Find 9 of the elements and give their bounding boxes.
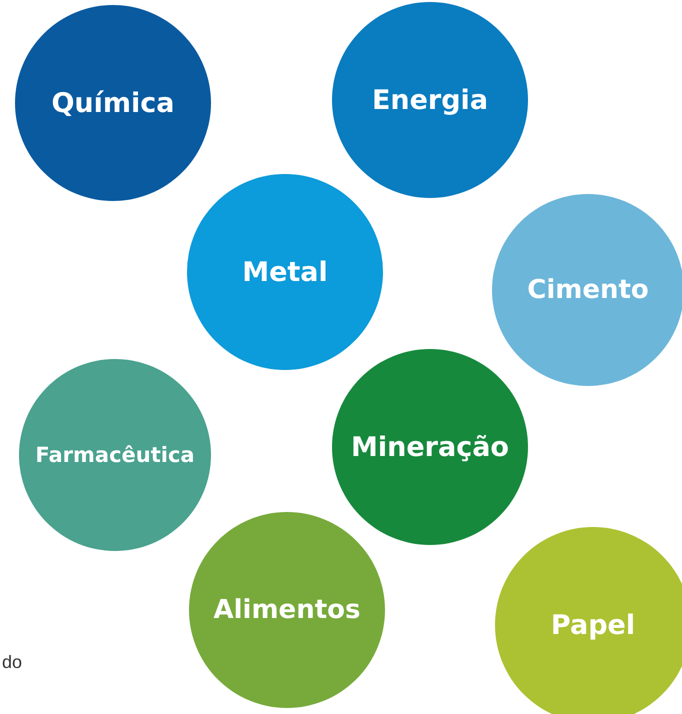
circle-label: Metal (242, 256, 328, 288)
circle-label: Papel (550, 610, 636, 640)
circle-label: Química (51, 88, 175, 118)
circle-label: Alimentos (214, 595, 360, 625)
circle-label: Mineração (351, 432, 509, 462)
circle-label: Energia (372, 84, 488, 116)
text-fragment: do (2, 652, 22, 673)
circle-label: Farmacêutica (35, 443, 195, 467)
circle-label: Cimento (527, 275, 649, 305)
